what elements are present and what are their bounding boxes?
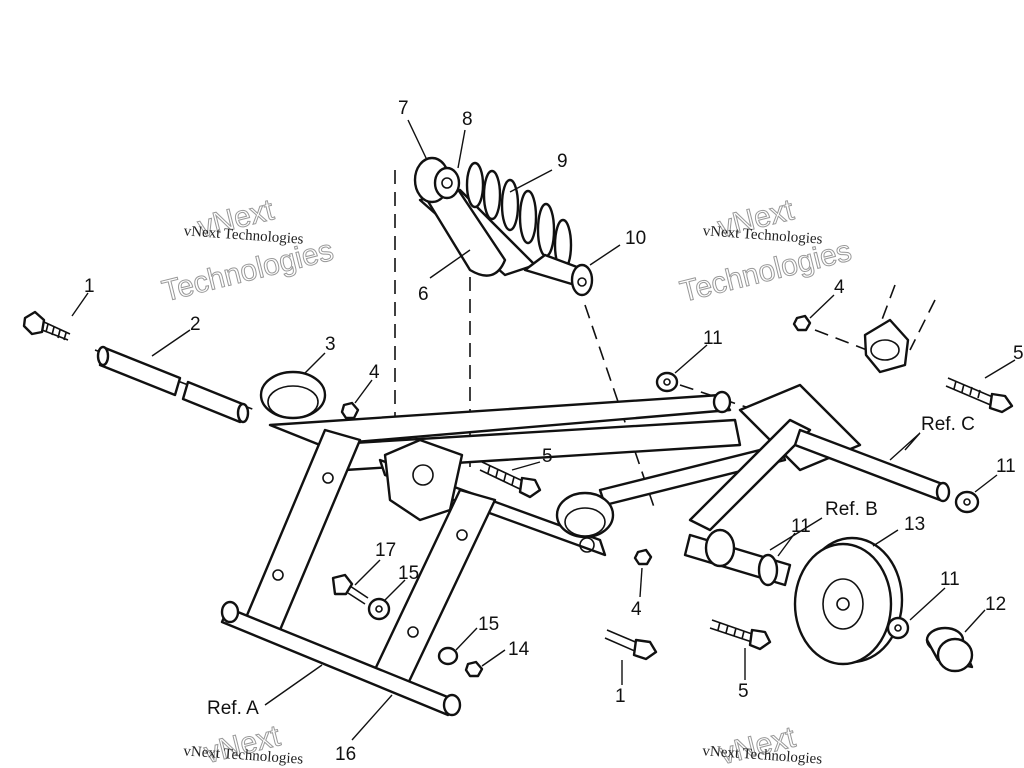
ref-c-shaft	[793, 428, 947, 502]
bolt-1-left	[22, 310, 71, 341]
bushing-8	[433, 166, 461, 200]
callout-17: 17	[375, 540, 396, 561]
callout-1-upper: 1	[84, 276, 95, 297]
callout-2: 2	[190, 314, 201, 335]
callout-8: 8	[462, 109, 473, 130]
reference-labels: Ref. A Ref. B Ref. C	[207, 414, 975, 719]
washer-11-wheel	[886, 616, 910, 640]
ref-c-label: Ref. C	[921, 414, 975, 435]
link-right	[368, 488, 497, 692]
callout-4-left: 4	[369, 362, 380, 383]
callout-13: 13	[904, 514, 925, 535]
nut-14	[464, 660, 484, 678]
callout-16: 16	[335, 744, 356, 765]
upper-rail	[268, 393, 732, 447]
washer-15-upper	[367, 597, 391, 621]
bushing-hole	[441, 177, 453, 189]
mounting-plate	[383, 438, 464, 522]
left-frame-links	[220, 428, 497, 717]
callout-6: 6	[418, 284, 429, 305]
watermark-technologies: Technologies	[159, 234, 337, 308]
callout-4-center: 4	[631, 599, 642, 620]
callout-11-lower: 11	[940, 569, 960, 590]
bolt-5-center	[479, 461, 542, 499]
callout-1-lower: 1	[615, 686, 626, 707]
ref-a-label: Ref. A	[207, 698, 259, 719]
callout-labels: 7 8 9 10 6 1 2 3 4 5 4 5 11 11 11 11 13 …	[84, 98, 1024, 765]
watermark-text: vNext Technologies	[702, 743, 823, 767]
bushing-10-hole	[577, 277, 587, 287]
nut-4-upper	[340, 401, 360, 420]
callout-5-center: 5	[542, 446, 553, 467]
right-arm	[688, 418, 812, 532]
callout-10: 10	[625, 228, 646, 249]
watermark-text: vNext Technologies	[183, 743, 304, 767]
callout-4-right: 4	[834, 277, 845, 298]
bolt-5-right	[945, 377, 1014, 414]
bolt-17	[331, 573, 369, 605]
washer-15-lower	[437, 646, 459, 666]
strap-3	[259, 370, 327, 420]
bolt-1-lower	[604, 629, 658, 661]
washer-11-upper	[655, 371, 679, 393]
callout-11-right: 11	[996, 456, 1016, 477]
watermark-text: vNext Technologies	[702, 223, 823, 247]
callout-5-lower: 5	[738, 681, 749, 702]
nut-4-right	[792, 314, 812, 332]
callout-12: 12	[985, 594, 1006, 615]
callout-3: 3	[325, 334, 336, 355]
callout-15-upper: 15	[398, 563, 419, 584]
callout-11-center: 11	[791, 516, 811, 537]
strap-center	[555, 491, 615, 553]
washer-11-right	[954, 490, 980, 514]
callout-14: 14	[508, 639, 530, 660]
callout-9: 9	[557, 151, 568, 172]
callout-5-right: 5	[1013, 343, 1024, 364]
assembly-line-nut4	[814, 329, 881, 356]
washer-11-center	[757, 553, 779, 587]
leader-lines	[71, 119, 1016, 741]
ref-b-label: Ref. B	[825, 499, 878, 520]
tube-2	[96, 345, 250, 424]
callout-11-upper: 11	[703, 328, 723, 349]
plate-hole	[412, 464, 434, 486]
callout-7: 7	[398, 98, 409, 119]
bushing-10	[570, 263, 594, 297]
spring-9	[465, 161, 573, 272]
watermark-text: vNext Technologies	[183, 223, 304, 247]
assembly-line-upper	[879, 284, 936, 351]
bolt-5-lower	[709, 619, 772, 651]
nut-4-center	[633, 548, 653, 566]
callout-15-lower: 15	[478, 614, 499, 635]
shock-absorber	[413, 156, 594, 297]
assembly-line-shock	[584, 304, 656, 511]
link-left	[243, 428, 362, 632]
wheel-13	[793, 536, 904, 666]
watermark-technologies: Technologies	[677, 234, 855, 308]
bushing-upper-right	[863, 318, 910, 374]
spacer-12	[925, 626, 974, 673]
